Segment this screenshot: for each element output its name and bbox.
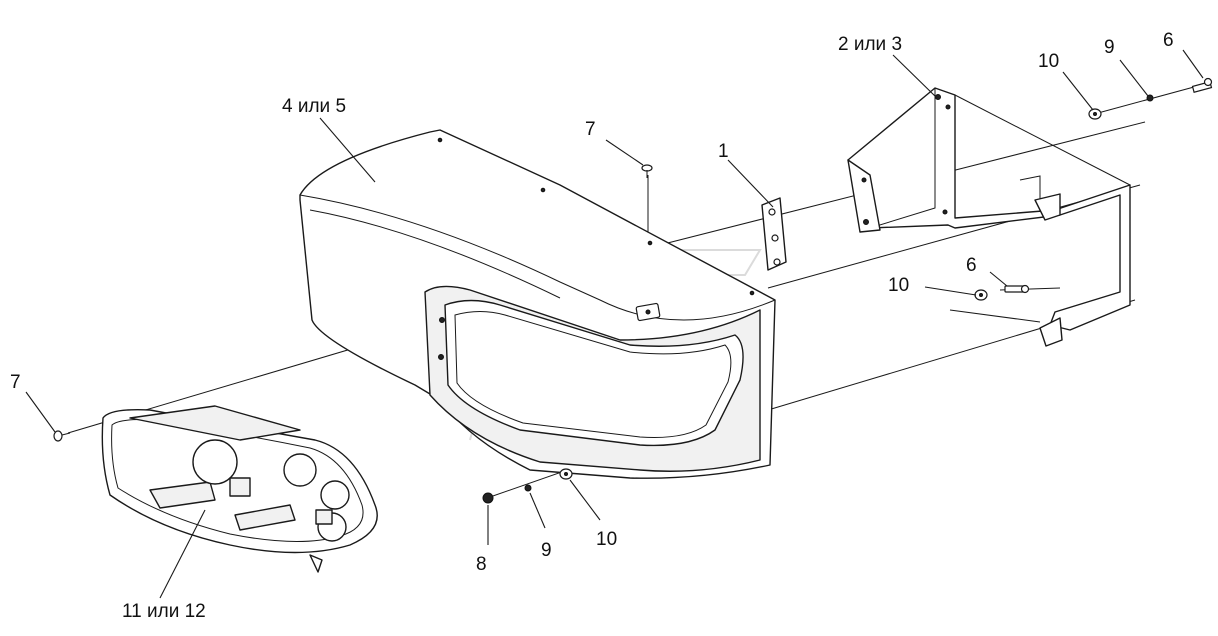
callout-10-bottom: 10 (596, 529, 617, 550)
bolt-6-mid-icon (1004, 284, 1030, 294)
bolt-6-top-icon (1191, 77, 1213, 93)
callout-1: 1 (718, 141, 729, 162)
callout-11-or-12: 11 или 12 (122, 601, 206, 622)
callout-7-top: 7 (585, 119, 596, 140)
callout-10-top: 10 (1038, 51, 1059, 72)
nut-9-top-icon (1146, 94, 1154, 102)
callout-6-top: 6 (1163, 30, 1174, 51)
strap-part-1 (761, 197, 787, 271)
leader-lines (25, 49, 1204, 599)
hardware (53, 77, 1213, 504)
nut-9-bottom-icon (524, 484, 532, 492)
callout-6-mid: 6 (966, 255, 977, 276)
bracket-part-2-or-3 (847, 87, 1131, 347)
callout-4-or-5: 4 или 5 (282, 96, 346, 117)
screw-7-left-icon (53, 430, 71, 442)
housing-part-4-or-5 (299, 129, 776, 479)
callout-labels: 1 2 или 3 4 или 5 6 6 7 7 8 9 9 10 10 10… (10, 30, 1174, 622)
screw-7-top-icon (641, 164, 653, 178)
nut-8-icon (482, 492, 494, 504)
callout-2-or-3: 2 или 3 (838, 34, 902, 55)
callout-9-top: 9 (1104, 37, 1115, 58)
callout-9-bottom: 9 (541, 540, 552, 561)
callout-8: 8 (476, 554, 487, 575)
headlamp-part-11-or-12 (101, 405, 378, 573)
callout-10-mid: 10 (888, 275, 909, 296)
callout-7-left: 7 (10, 372, 21, 393)
